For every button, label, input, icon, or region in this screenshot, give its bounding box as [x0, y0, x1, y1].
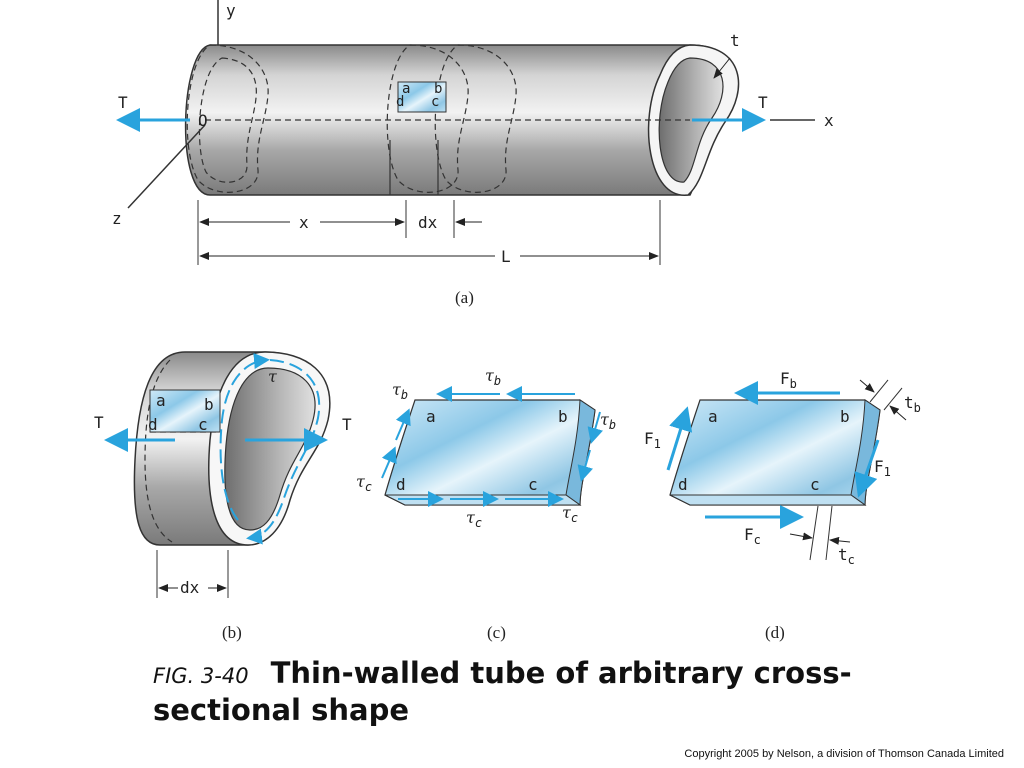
origin-label: O	[198, 111, 208, 130]
b-corner-c-label: c	[198, 415, 208, 434]
panel-b-caption: (b)	[222, 623, 242, 642]
c-tau-b-left: τb	[392, 380, 408, 402]
axis-x-label: x	[824, 111, 834, 130]
c-tau-c-left: τc	[356, 472, 372, 494]
thickness-label: t	[730, 31, 740, 50]
dim-dx-label: dx	[418, 213, 438, 232]
corner-a-label: a	[402, 81, 410, 97]
d-corner-b-label: b	[840, 407, 850, 426]
dim-x-label: x	[299, 213, 309, 232]
panel-c: a b d c τb τc τb τc τb τc (c)	[356, 366, 616, 642]
c-tau-c-bottom: τc	[466, 508, 482, 530]
c-tau-b-right: τb	[600, 410, 616, 432]
d-Fc-label: Fc	[744, 525, 761, 547]
panel-a-caption: (a)	[455, 288, 474, 307]
c-tau-b-top: τb	[485, 366, 501, 388]
b-dim-dx-label: dx	[180, 578, 200, 597]
d-corner-a-label: a	[708, 407, 718, 426]
b-corner-d-label: d	[148, 415, 158, 434]
panel-a: a b d c y x z O T T t x dx L (a)	[112, 0, 834, 307]
figure-title: Thin-walled tube of arbitrary cross-sect…	[153, 656, 852, 727]
corner-d-label: d	[396, 94, 404, 110]
left-section-dashed	[186, 44, 269, 193]
panel-d: a b d c Fb Fc F1 F1 tb tc (d)	[644, 369, 921, 642]
c-corner-c-label: c	[528, 475, 538, 494]
panel-c-caption: (c)	[487, 623, 506, 642]
d-tb-label: tb	[904, 393, 921, 415]
c-corner-a-label: a	[426, 407, 436, 426]
corner-b-label: b	[434, 81, 442, 97]
b-corner-a-label: a	[156, 391, 166, 410]
b-torque-right-label: T	[342, 415, 352, 434]
slice-inner	[224, 367, 316, 531]
torque-left-label: T	[118, 93, 128, 112]
axis-y-label: y	[226, 1, 236, 20]
c-tau-c-right: τc	[562, 503, 578, 525]
corner-c-label: c	[431, 94, 439, 110]
c-corner-b-label: b	[558, 407, 568, 426]
d-corner-c-label: c	[810, 475, 820, 494]
torque-right-label: T	[758, 93, 768, 112]
panel-d-caption: (d)	[765, 623, 785, 642]
b-corner-b-label: b	[204, 395, 214, 414]
d-F1-right-label: F1	[874, 457, 891, 479]
element-abcd-a	[397, 81, 447, 113]
dim-L-label: L	[501, 247, 511, 266]
c-corner-d-label: d	[396, 475, 406, 494]
d-tc-label: tc	[838, 545, 855, 567]
b-torque-left-label: T	[94, 413, 104, 432]
copyright-notice: Copyright 2005 by Nelson, a division of …	[684, 748, 1004, 760]
axis-z-label: z	[112, 209, 122, 228]
d-F1-left-label: F1	[644, 429, 661, 451]
figure-number: FIG. 3-40	[153, 664, 249, 688]
panel-b: a b d c τ T T dx (b)	[94, 351, 352, 642]
tau-label: τ	[268, 367, 278, 386]
d-corner-d-label: d	[678, 475, 688, 494]
tube-inner	[658, 57, 724, 183]
d-Fb-label: Fb	[780, 369, 797, 391]
